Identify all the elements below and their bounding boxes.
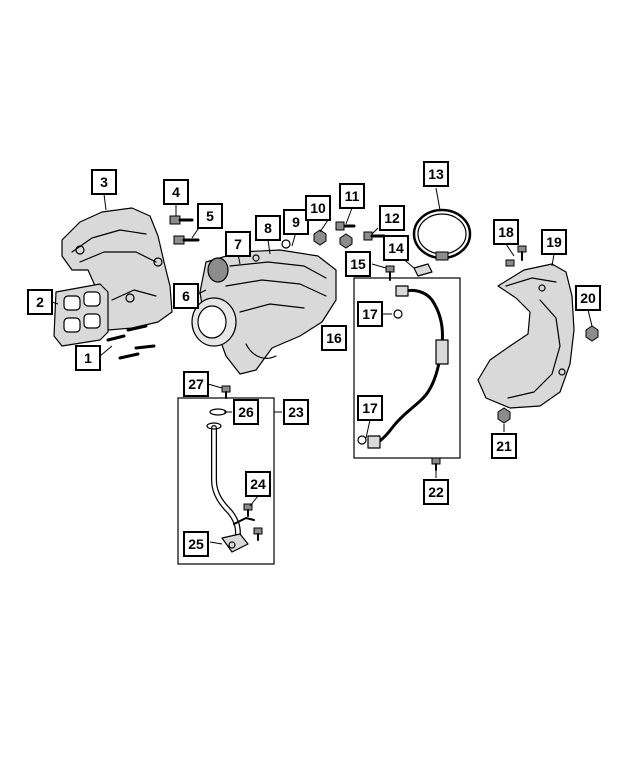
callout-5: 5: [197, 203, 223, 229]
svg-text:15: 15: [350, 256, 366, 272]
callout-11: 11: [339, 183, 365, 209]
svg-text:13: 13: [428, 166, 444, 182]
svg-text:19: 19: [546, 234, 562, 250]
callout-10: 10: [305, 195, 331, 221]
turbocharger-assembly: [191, 239, 337, 375]
svg-text:7: 7: [234, 236, 242, 252]
bolt-5: [173, 235, 200, 245]
bolt-27: [221, 385, 231, 399]
svg-text:25: 25: [188, 536, 204, 552]
callout-7: 7: [225, 231, 251, 257]
callout-18: 18: [493, 219, 519, 245]
svg-text:16: 16: [326, 330, 342, 346]
svg-text:24: 24: [250, 476, 266, 492]
svg-text:3: 3: [100, 174, 108, 190]
callout-23: 23: [283, 399, 309, 425]
nut-20: [585, 325, 599, 342]
bracket-14: [413, 263, 433, 277]
bolt-4: [169, 215, 194, 225]
callout-13: 13: [423, 161, 449, 187]
callout-21: 21: [491, 433, 517, 459]
svg-text:17: 17: [362, 400, 378, 416]
callout-12: 12: [379, 205, 405, 231]
gasket-26: [209, 408, 227, 416]
exhaust-gasket: [53, 283, 109, 347]
svg-text:20: 20: [580, 290, 596, 306]
svg-text:18: 18: [498, 224, 514, 240]
callout-27: 27: [183, 371, 209, 397]
callout-16: 16: [321, 325, 347, 351]
svg-text:10: 10: [310, 200, 326, 216]
leader-lines: [51, 187, 593, 545]
nut-21: [497, 407, 511, 424]
heat-shield-left: [61, 207, 173, 331]
callout-24: 24: [245, 471, 271, 497]
callout-20: 20: [575, 285, 601, 311]
studs: [106, 324, 156, 360]
svg-text:26: 26: [238, 404, 254, 420]
callout-6: 6: [173, 283, 199, 309]
svg-text:2: 2: [36, 294, 44, 310]
svg-text:12: 12: [384, 210, 400, 226]
nut-10: [313, 229, 327, 246]
svg-text:6: 6: [182, 288, 190, 304]
callout-22: 22: [423, 479, 449, 505]
callout-4: 4: [163, 179, 189, 205]
callout-15: 15: [345, 251, 371, 277]
group-box-16: [353, 277, 461, 459]
oil-feed-line: [357, 285, 449, 449]
bolt-22: [431, 457, 441, 471]
bolt-24: [243, 503, 263, 541]
v-band-clamp: [412, 208, 472, 261]
heat-shield-right: [477, 263, 575, 409]
callout-1: 1: [75, 345, 101, 371]
callout-8: 8: [255, 215, 281, 241]
oil-drain-tube: [206, 422, 255, 553]
svg-text:14: 14: [388, 240, 404, 256]
svg-text:4: 4: [172, 184, 180, 200]
callout-3: 3: [91, 169, 117, 195]
svg-text:1: 1: [84, 350, 92, 366]
bolt-12: [363, 231, 386, 241]
svg-text:8: 8: [264, 220, 272, 236]
svg-text:23: 23: [288, 404, 304, 420]
callout-26: 26: [233, 399, 259, 425]
svg-text:17: 17: [362, 306, 378, 322]
svg-text:5: 5: [206, 208, 214, 224]
callout-9: 9: [283, 209, 309, 235]
bolt-18: [505, 245, 527, 267]
callout-14: 14: [383, 235, 409, 261]
svg-text:9: 9: [292, 214, 300, 230]
svg-text:21: 21: [496, 438, 512, 454]
bolt-11: [335, 221, 356, 249]
svg-text:27: 27: [188, 376, 204, 392]
callout-2: 2: [27, 289, 53, 315]
callout-17-lower: 17: [357, 395, 383, 421]
svg-text:11: 11: [345, 188, 360, 204]
callout-25: 25: [183, 531, 209, 557]
bolt-15: [385, 265, 395, 281]
callout-19: 19: [541, 229, 567, 255]
callout-17-upper: 17: [357, 301, 383, 327]
svg-text:22: 22: [428, 484, 444, 500]
